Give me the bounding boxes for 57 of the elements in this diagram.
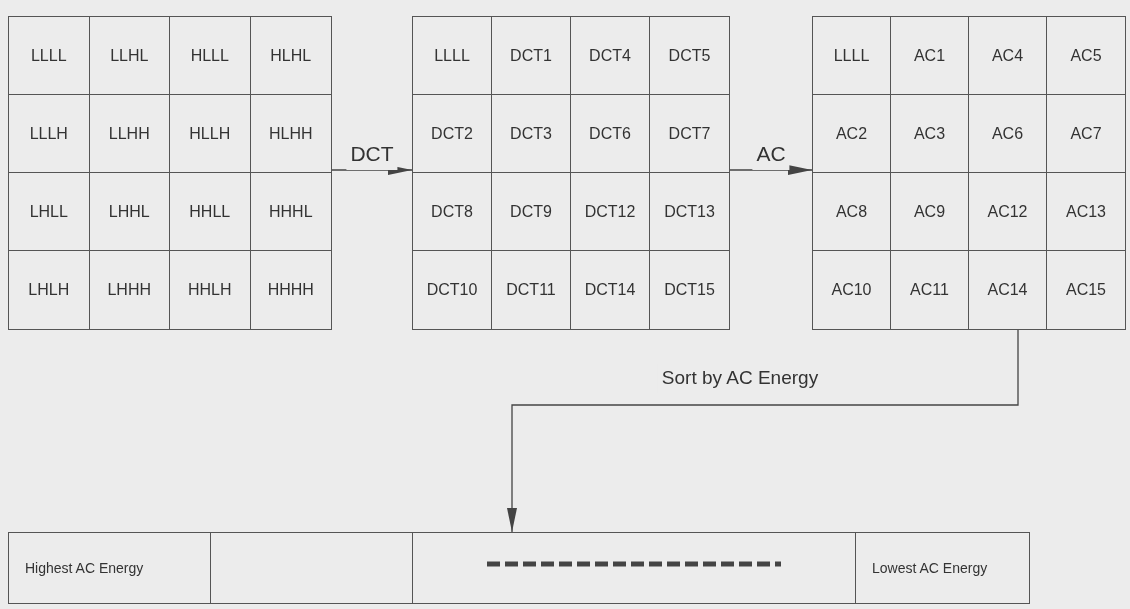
coefficient-cell: AC10 [813,251,891,329]
coefficient-cell: AC8 [813,173,891,251]
coefficient-cell: AC1 [891,17,969,95]
matrix-grid [812,16,1126,330]
coefficient-cell: LLHH [89,95,170,173]
coefficient-cell: DCT15 [650,251,729,329]
coefficient-cell: HLHH [250,95,331,173]
coefficient-cell: AC4 [969,17,1047,95]
coefficient-cell: LHHH [89,251,170,329]
matrix-grid [412,16,730,330]
coefficient-cell: DCT8 [413,173,492,251]
coefficient-cell: DCT2 [413,95,492,173]
arrow [729,165,813,175]
coefficient-cell: LLHL [89,17,170,95]
coefficient-cell: AC2 [813,95,891,173]
coefficient-cell: AC15 [1047,251,1125,329]
coefficient-cell: DCT10 [413,251,492,329]
coefficient-cell: DCT4 [571,17,650,95]
coefficient-cell: DCT11 [492,251,571,329]
coefficient-cell: LHLH [9,251,90,329]
coefficient-cell: AC14 [969,251,1047,329]
coefficient-cell: DCT7 [650,95,729,173]
coefficient-cell: LLLL [413,17,492,95]
coefficient-cell: HHLH [170,251,251,329]
coefficient-cell: DCT9 [492,173,571,251]
coefficient-cell: LHLL [9,173,90,251]
coefficient-cell: LLLH [9,95,90,173]
matrix-grid [8,16,332,330]
coefficient-cell: HLLL [170,17,251,95]
coefficient-cell: DCT3 [492,95,571,173]
coefficient-cell: AC5 [1047,17,1125,95]
coefficient-cell: AC6 [969,95,1047,173]
coefficient-cell: AC9 [891,173,969,251]
energy-cell: Highest AC Energy [9,533,211,603]
coefficient-cell: DCT14 [571,251,650,329]
coefficient-cell: AC11 [891,251,969,329]
coefficient-cell: AC13 [1047,173,1125,251]
coefficient-cell: AC3 [891,95,969,173]
coefficient-cell: LHHL [89,173,170,251]
coefficient-cell: HHLL [170,173,251,251]
coefficient-cell: HHHH [250,251,331,329]
coefficient-cell: HLLH [170,95,251,173]
coefficient-cell: HLHL [250,17,331,95]
arrow [331,165,413,175]
energy-cell: Lowest AC Energy [856,533,1029,603]
coefficient-cell: LLLL [9,17,90,95]
coefficient-cell: LLLL [813,17,891,95]
coefficient-cell: DCT13 [650,173,729,251]
energy-order-bar [8,532,1030,604]
coefficient-cell: AC12 [969,173,1047,251]
coefficient-cell: HHHL [250,173,331,251]
coefficient-cell: AC7 [1047,95,1125,173]
coefficient-cell: DCT1 [492,17,571,95]
arrow [507,329,1019,533]
coefficient-cell: DCT12 [571,173,650,251]
coefficient-cell: DCT5 [650,17,729,95]
coefficient-cell: DCT6 [571,95,650,173]
